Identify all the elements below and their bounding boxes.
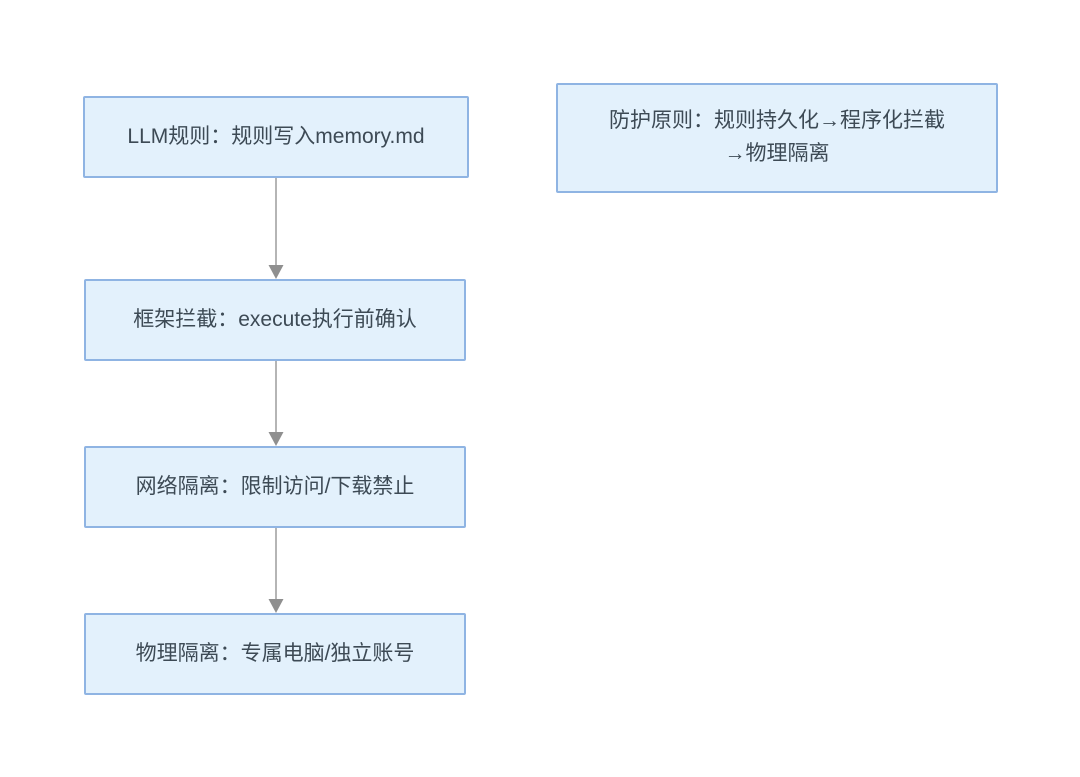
flow-node-physical-isolation: 物理隔离：专属电脑/独立账号 <box>84 613 466 695</box>
flow-node-network-isolation: 网络隔离：限制访问/下载禁止 <box>84 446 466 528</box>
flow-node-llm-rules: LLM规则：规则写入memory.md <box>83 96 469 178</box>
flow-node-framework-intercept: 框架拦截：execute执行前确认 <box>84 279 466 361</box>
arrow-down-icon <box>268 178 284 279</box>
arrow-down-icon <box>268 361 284 446</box>
principle-note-line1: 防护原则：规则持久化→程序化拦截 <box>609 109 945 133</box>
principle-note-line2: →物理隔离 <box>724 142 830 165</box>
arrow-down-icon <box>268 528 284 613</box>
flow-node-label: 网络隔离：限制访问/下载禁止 <box>135 474 415 498</box>
principle-note-box: 防护原则：规则持久化→程序化拦截 →物理隔离 <box>556 83 998 193</box>
flow-node-label: 物理隔离：专属电脑/独立账号 <box>135 641 415 665</box>
flow-node-label: 框架拦截：execute执行前确认 <box>133 307 417 331</box>
flow-node-label: LLM规则：规则写入memory.md <box>127 124 425 148</box>
